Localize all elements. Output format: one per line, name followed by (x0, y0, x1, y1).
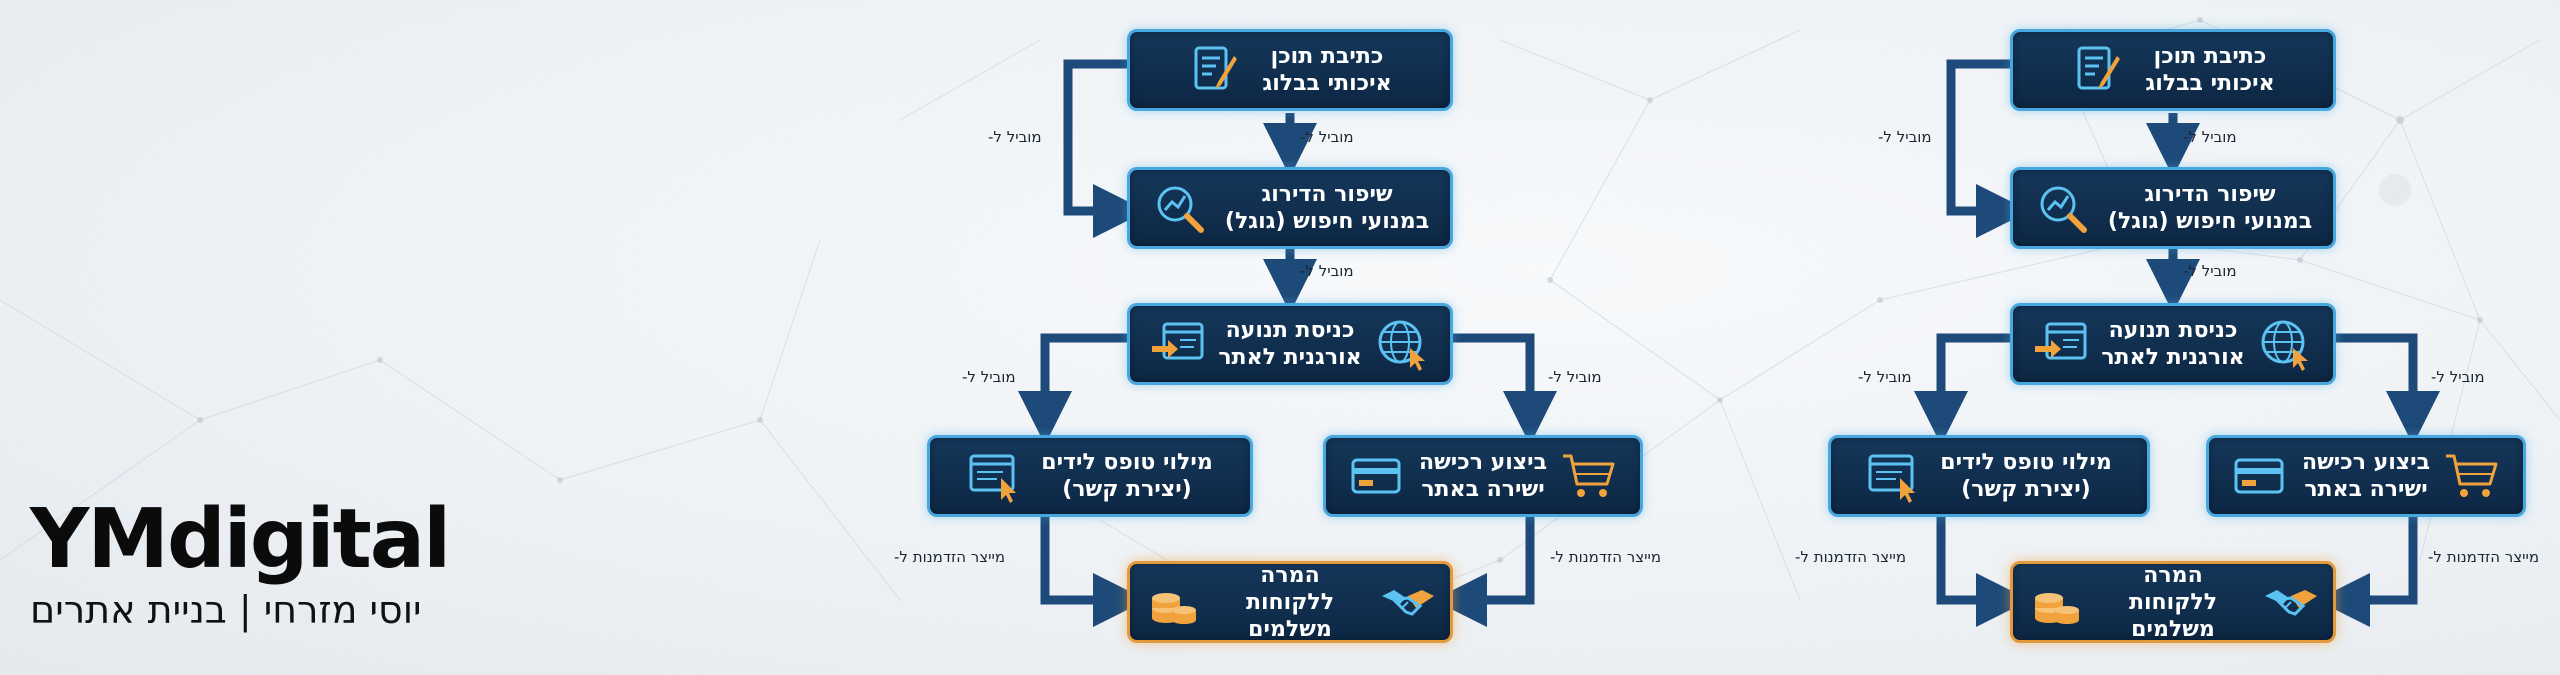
node-organic-traffic: כניסת תנועה אורגנית לאתר (2010, 303, 2336, 385)
globe-cursor-icon (1378, 320, 1425, 371)
node-direct-purchase: ביצוע רכישה ישירה באתר (1323, 435, 1643, 517)
node-lead-form: מילוי טופס לידים (יצירת קשר) (1828, 435, 2150, 517)
node-seo-label: שיפור הדירוג במנועי חיפוש (גוגל) (1224, 182, 1430, 234)
document-pen-icon (1194, 46, 1238, 90)
handshake-icon (1382, 590, 1434, 616)
credit-card-icon (1351, 458, 1401, 494)
connectors (1914, 59, 2440, 627)
node-traffic-label: כניסת תנועה אורגנית לאתר (1218, 318, 1362, 370)
node-blog-label: כתיבת תוכן איכותי בבלוג (2145, 44, 2275, 96)
edge-label-leads-to: מוביל ל- (2431, 368, 2485, 386)
node-leads-label: מילוי טופס לידים (יצירת קשר) (1940, 450, 2112, 502)
node-purchase-label: ביצוע רכישה ישירה באתר (2301, 450, 2431, 502)
edge-label-leads-to: מוביל ל- (988, 128, 1042, 146)
node-organic-traffic: כניסת תנועה אורגנית לאתר (1127, 303, 1453, 385)
node-traffic-label: כניסת תנועה אורגנית לאתר (2101, 318, 2245, 370)
node-blog-content: כתיבת תוכן איכותי בבלוג (1127, 29, 1453, 111)
form-cursor-icon (1868, 454, 1916, 503)
form-cursor-icon (969, 454, 1017, 503)
edge-label-leads-to: מוביל ל- (2183, 128, 2237, 146)
edge-label-leads-to: מוביל ל- (1548, 368, 1602, 386)
edge-label-leads-to: מוביל ל- (1878, 128, 1932, 146)
globe-cursor-icon (2261, 320, 2308, 371)
brand-logo: YMdigital (30, 492, 451, 587)
arrow-traffic-purchase (1453, 333, 1557, 445)
arrow-blog-seo-side (1946, 59, 2030, 238)
coins-icon (1152, 593, 1196, 624)
node-paying-customers: המרה ללקוחות משלמים (2010, 561, 2336, 643)
node-leads-label: מילוי טופס לידים (יצירת קשר) (1041, 450, 1213, 502)
arrow-blog-seo-side (1063, 59, 1147, 238)
arrow-purchase-customers (2316, 515, 2418, 627)
brand-subtitle: יוסי מזרחי | בניית אתרים (30, 588, 422, 632)
arrow-traffic-leads (1018, 333, 1127, 445)
edge-label-creates-opportunity: מייצר הזדמנות ל- (1795, 548, 1907, 566)
arrow-traffic-purchase (2336, 333, 2440, 445)
node-direct-purchase: ביצוע רכישה ישירה באתר (2206, 435, 2526, 517)
shopping-cart-icon (1563, 454, 1615, 497)
node-customers-label: המרה ללקוחות משלמים (2128, 562, 2218, 642)
node-purchase-label: ביצוע רכישה ישירה באתר (1418, 450, 1548, 502)
credit-card-icon (2234, 458, 2284, 494)
magnifier-chart-icon (1157, 186, 1204, 233)
document-pen-icon (2077, 46, 2121, 90)
arrow-leads-customers (1040, 515, 1147, 627)
edge-label-creates-opportunity: מייצר הזדמנות ל- (894, 548, 1006, 566)
node-seo-ranking: שיפור הדירוג במנועי חיפוש (גוגל) (1127, 167, 1453, 249)
coins-icon (2035, 593, 2079, 624)
edge-label-leads-to: מוביל ל- (1300, 128, 1354, 146)
website-arrow-icon (1152, 322, 1204, 360)
shopping-cart-icon (2446, 454, 2498, 497)
node-seo-ranking: שיפור הדירוג במנועי חיפוש (גוגל) (2010, 167, 2336, 249)
edge-label-leads-to: מוביל ל- (2183, 262, 2237, 280)
flowchart-left: מוביל ל- מוביל ל- מוביל ל- מוביל ל- מובי… (880, 0, 1780, 675)
connectors (1018, 59, 1557, 627)
handshake-icon (2265, 590, 2317, 616)
node-customers-label: המרה ללקוחות משלמים (1245, 562, 1335, 642)
edge-label-leads-to: מוביל ל- (1300, 262, 1354, 280)
magnifier-chart-icon (2040, 186, 2087, 233)
node-blog-label: כתיבת תוכן איכותי בבלוג (1262, 44, 1392, 96)
website-arrow-icon (2035, 322, 2087, 360)
edge-label-creates-opportunity: מייצר הזדמנות ל- (2428, 548, 2540, 566)
edge-label-leads-to: מוביל ל- (1858, 368, 1912, 386)
brand-block: YMdigital יוסי מזרחי | בניית אתרים (30, 492, 550, 633)
arrow-purchase-customers (1433, 515, 1535, 627)
arrow-traffic-leads (1914, 333, 2010, 445)
edge-label-leads-to: מוביל ל- (962, 368, 1016, 386)
node-paying-customers: המרה ללקוחות משלמים (1127, 561, 1453, 643)
arrow-leads-customers (1936, 515, 2030, 627)
node-lead-form: מילוי טופס לידים (יצירת קשר) (927, 435, 1253, 517)
edge-label-creates-opportunity: מייצר הזדמנות ל- (1550, 548, 1662, 566)
node-seo-label: שיפור הדירוג במנועי חיפוש (גוגל) (2107, 182, 2313, 234)
flowchart-right: מוביל ל- מוביל ל- מוביל ל- מוביל ל- מובי… (1763, 0, 2560, 675)
node-blog-content: כתיבת תוכן איכותי בבלוג (2010, 29, 2336, 111)
